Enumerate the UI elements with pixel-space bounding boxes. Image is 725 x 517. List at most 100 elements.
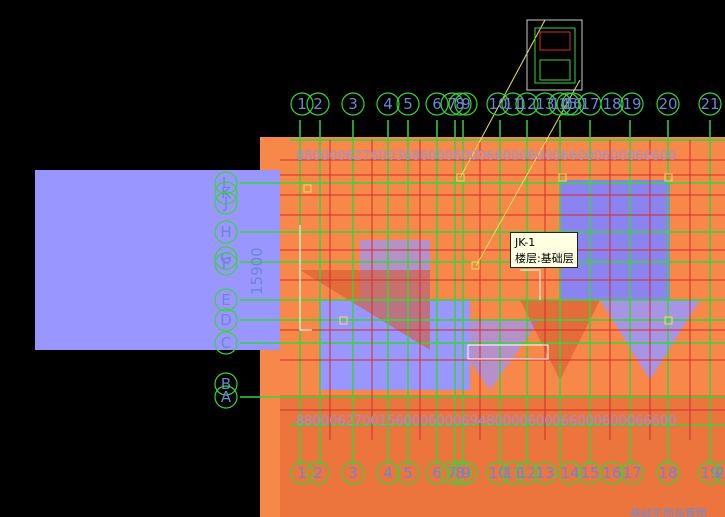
axis-left-A: A (221, 388, 232, 406)
tooltip-line-2: 楼层:基础层 (515, 252, 574, 265)
axis-top-2: 2 (313, 95, 323, 113)
axis-bottom-6: 6 (432, 464, 442, 482)
element-tooltip: JK-1 楼层:基础层 (510, 232, 578, 268)
axis-bottom-19-circle (698, 461, 722, 485)
axis-top-9-circle (454, 92, 478, 116)
axis-left-K: K (221, 184, 232, 202)
wall-triangle-2 (440, 320, 540, 390)
axis-left-D: D (220, 311, 232, 329)
axis-top-12-circle (515, 92, 539, 116)
axis-top-17: 17 (580, 95, 599, 113)
axis-bottom-18-circle (656, 461, 680, 485)
top-dimension-row: 8800006276003688000600066000600066000600… (296, 149, 676, 164)
green-grid (240, 120, 725, 465)
axis-top-18: 18 (602, 95, 621, 113)
axis-bottom-1: 1 (297, 464, 307, 482)
axis-top-10-circle (486, 92, 510, 116)
axis-bottom-9: 9 (461, 464, 471, 482)
axis-bottom-5-circle (396, 461, 420, 485)
axis-bottom-2: 2 (313, 464, 323, 482)
axis-left-C: C (221, 334, 231, 352)
axis-bottom-17-circle (620, 461, 644, 485)
axis-left-L: L (222, 174, 231, 192)
axis-top-4: 4 (383, 95, 393, 113)
axis-top-8: 8 (455, 95, 465, 113)
axis-bottom-7-circle (440, 461, 464, 485)
axis-top-20: 20 (658, 95, 677, 113)
detail-inset (526, 19, 583, 91)
axis-top-19: 19 (622, 95, 641, 113)
axis-bottom-17: 17 (622, 464, 641, 482)
left-dimension: 15900 (248, 247, 266, 295)
left-wall-block (35, 170, 280, 350)
axis-bottom-11-circle (501, 461, 525, 485)
axis-left-D-circle (214, 308, 238, 332)
red-grid (280, 140, 725, 440)
axis-left-G: G (220, 249, 232, 267)
axis-bottom-13-circle (533, 461, 557, 485)
axis-left-H: H (220, 223, 231, 241)
axis-top-1-circle (290, 92, 314, 116)
axis-top-13-circle (533, 92, 557, 116)
axis-top-3: 3 (348, 95, 358, 113)
axis-bottom-6-circle (425, 461, 449, 485)
axis-bottom-20: 20 (715, 464, 725, 482)
axis-bottom-4-circle (376, 461, 400, 485)
axis-top-6: 6 (432, 95, 442, 113)
axis-bottom-11: 11 (503, 464, 522, 482)
axis-bottom-10-circle (486, 461, 510, 485)
axis-bottom-3-circle (341, 461, 365, 485)
axis-left-H-circle (214, 220, 238, 244)
axis-bottom-14: 14 (560, 464, 579, 482)
axis-bottom-15: 15 (580, 464, 599, 482)
axis-bottom-4: 4 (383, 464, 393, 482)
axis-left-K-circle (214, 181, 238, 205)
bottom-dimension-row: 8800062700156000600069480000600066000600… (296, 414, 676, 429)
axis-top-21-circle (698, 92, 722, 116)
axis-bottom-8: 8 (455, 464, 465, 482)
axis-left-F-circle (214, 252, 238, 276)
axis-bottom-8-circle (448, 461, 472, 485)
axis-bottom-18: 18 (658, 464, 677, 482)
axis-top-21: 21 (700, 95, 719, 113)
axis-top-5: 5 (403, 95, 413, 113)
axis-bottom-12-circle (515, 461, 539, 485)
axis-bottom-9-circle (454, 461, 478, 485)
axis-left-E-circle (214, 288, 238, 312)
axis-top-3-circle (341, 92, 365, 116)
axis-left-F: F (222, 255, 231, 273)
axis-bottom-13: 13 (535, 464, 554, 482)
axis-top-4-circle (376, 92, 400, 116)
axis-top-14: 14 (550, 95, 569, 113)
tooltip-line-1: JK-1 (515, 236, 536, 249)
axis-top-12: 12 (517, 95, 536, 113)
axis-bottom-1-circle (290, 461, 314, 485)
axis-left-J-circle (214, 191, 238, 215)
column-markers (303, 19, 673, 325)
axis-left-J: J (223, 194, 228, 212)
axis-left-L-circle (214, 171, 238, 195)
axis-top-2-circle (306, 92, 330, 116)
axis-top-9: 9 (461, 95, 471, 113)
axis-top-8-circle (448, 92, 472, 116)
axis-left-G-circle (214, 246, 238, 270)
axis-left-B-circle (214, 372, 238, 396)
axis-top-18-circle (600, 92, 624, 116)
axis-bottom-12: 12 (517, 464, 536, 482)
lower-slab (280, 395, 725, 517)
axis-bottom-14-circle (558, 461, 582, 485)
axis-bottom-7: 7 (447, 464, 457, 482)
axis-left-C-circle (214, 331, 238, 355)
axis-top-19-circle (620, 92, 644, 116)
axis-bottom-16-circle (600, 461, 624, 485)
axis-top-11-circle (501, 92, 525, 116)
axis-left-B: B (221, 375, 231, 393)
axis-top-16-circle (561, 92, 585, 116)
axis-bottom-16: 16 (602, 464, 621, 482)
axis-bottom-2-circle (306, 461, 330, 485)
